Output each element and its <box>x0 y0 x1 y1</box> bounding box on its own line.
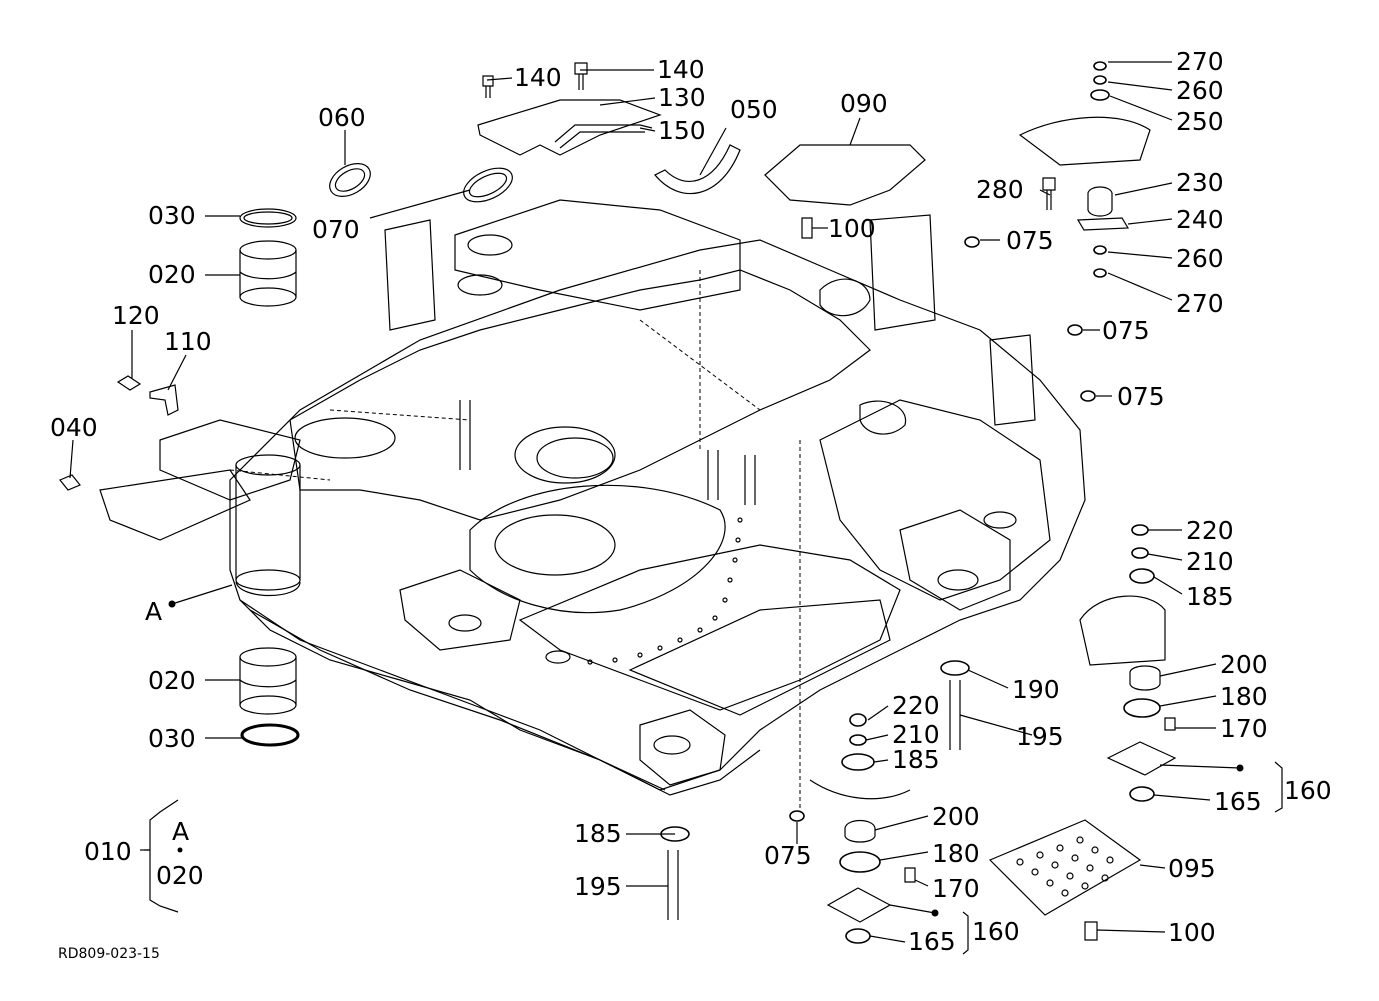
callout-250: 250 <box>1176 107 1224 136</box>
callout-020-lower: 020 <box>148 666 196 695</box>
group-note-ref-part: 020 <box>156 861 204 890</box>
callout-165-mid: 165 <box>908 927 956 956</box>
group-160-dot-middle <box>931 909 939 917</box>
callout-220-mid: 220 <box>892 691 940 720</box>
callout-180-mid: 180 <box>932 839 980 868</box>
callout-140-left: 140 <box>514 63 562 92</box>
callout-110: 110 <box>164 327 212 356</box>
callout-100-top: 100 <box>828 214 876 243</box>
group-note-dot <box>177 847 183 853</box>
callout-075-right: 075 <box>1117 382 1165 411</box>
callout-270-bottom: 270 <box>1176 289 1224 318</box>
callout-140-right: 140 <box>657 55 705 84</box>
callout-170-right: 170 <box>1220 714 1268 743</box>
callout-075-top: 075 <box>1006 226 1054 255</box>
callout-210-mid: 210 <box>892 720 940 749</box>
callout-160-right: 160 <box>1284 776 1332 805</box>
callout-260-top: 260 <box>1176 76 1224 105</box>
group-160-dot-right <box>1236 764 1244 772</box>
callout-130: 130 <box>658 83 706 112</box>
callout-210-right: 210 <box>1186 547 1234 576</box>
callout-165-right: 165 <box>1214 787 1262 816</box>
callout-040: 040 <box>50 413 98 442</box>
callout-220-right: 220 <box>1186 516 1234 545</box>
callout-260-bottom: 260 <box>1176 244 1224 273</box>
callout-095: 095 <box>1168 854 1216 883</box>
callout-200-mid: 200 <box>932 802 980 831</box>
callout-240: 240 <box>1176 205 1224 234</box>
callout-170-mid: 170 <box>932 874 980 903</box>
callout-labels: 140 140 130 150 050 090 060 070 030 020 … <box>50 47 1332 956</box>
main-frame-drawing <box>99 199 1086 810</box>
callout-030-upper: 030 <box>148 201 196 230</box>
callout-020-upper: 020 <box>148 260 196 289</box>
callout-070: 070 <box>312 215 360 244</box>
callout-190: 190 <box>1012 675 1060 704</box>
group-note: 010 A 020 <box>84 817 204 890</box>
callout-075-bottom: 075 <box>764 841 812 870</box>
callout-280: 280 <box>976 175 1024 204</box>
callout-195-mid: 195 <box>1016 722 1064 751</box>
leader-lines <box>69 61 1283 955</box>
callout-185-lower: 185 <box>574 819 622 848</box>
callout-030-lower: 030 <box>148 724 196 753</box>
reference-a-dot <box>168 600 176 608</box>
callout-a: A <box>145 597 162 626</box>
callout-075-mid: 075 <box>1102 316 1150 345</box>
callout-230: 230 <box>1176 168 1224 197</box>
callout-160-mid: 160 <box>972 917 1020 946</box>
parts-drawings <box>59 61 1177 944</box>
callout-100-bottom: 100 <box>1168 918 1216 947</box>
group-note-assembly: 010 <box>84 837 132 866</box>
group-note-bracket <box>149 799 179 913</box>
group-note-ref-a: A <box>172 817 189 846</box>
callout-060: 060 <box>318 103 366 132</box>
callout-200-right: 200 <box>1220 650 1268 679</box>
callout-195-lower: 195 <box>574 872 622 901</box>
perforation-holes <box>1016 836 1114 897</box>
callout-150: 150 <box>658 116 706 145</box>
callout-090: 090 <box>840 89 888 118</box>
callout-270-top: 270 <box>1176 47 1224 76</box>
callout-185-right: 185 <box>1186 582 1234 611</box>
callout-185-mid: 185 <box>892 745 940 774</box>
callout-120: 120 <box>112 301 160 330</box>
callout-050: 050 <box>730 95 778 124</box>
drawing-code: RD809-023-15 <box>58 946 160 962</box>
callout-180-right: 180 <box>1220 682 1268 711</box>
